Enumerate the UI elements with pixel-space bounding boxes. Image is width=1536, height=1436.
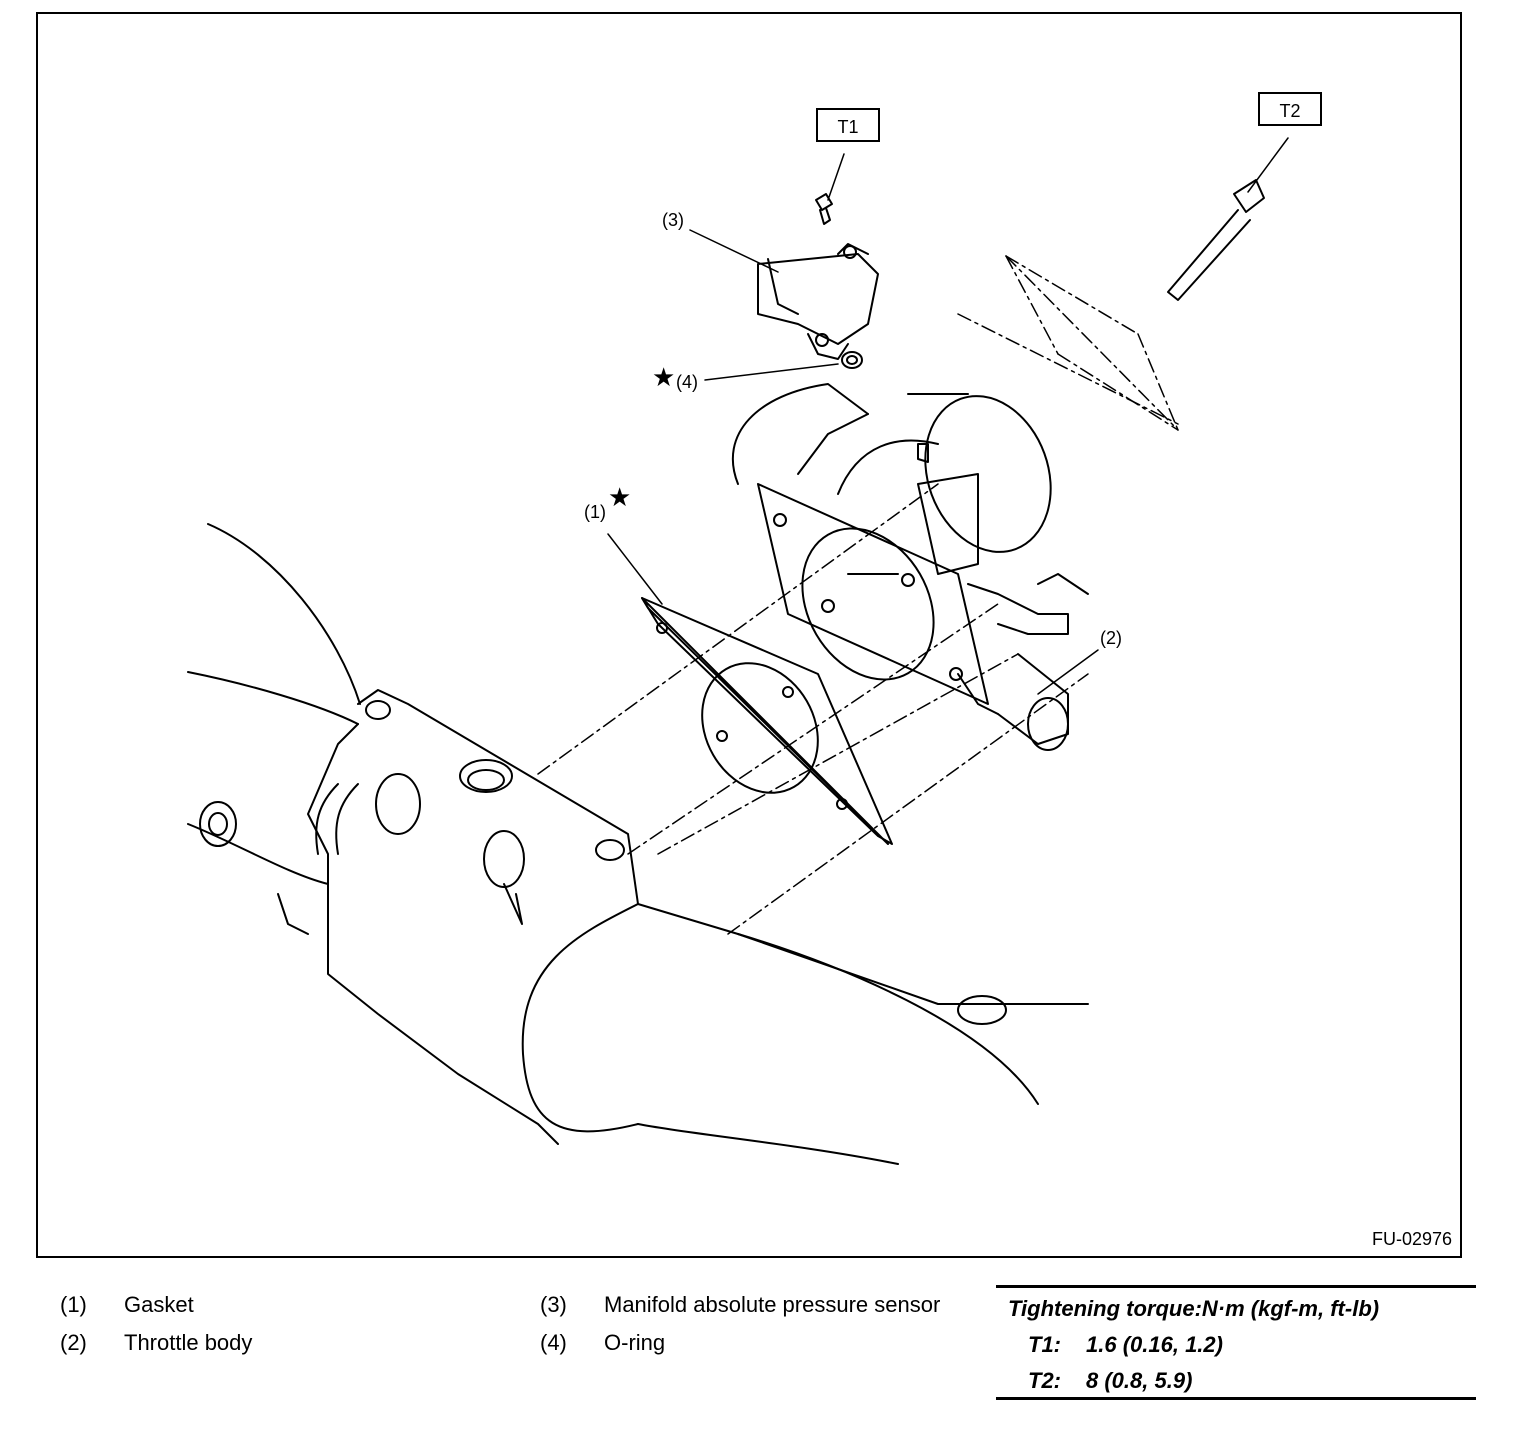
legend-label-gasket: Gasket	[124, 1292, 194, 1317]
torque-table: Tightening torque:N·m (kgf-m, ft-lb) T1:…	[996, 1285, 1476, 1400]
o-ring-drawing	[841, 351, 863, 369]
gasket-drawing	[641, 597, 893, 845]
t1-screw-drawing	[815, 193, 833, 225]
throttle-body-drawing	[732, 383, 1089, 751]
torque-key-t2: T2:	[1028, 1368, 1061, 1393]
legend-label-map-sensor: Manifold absolute pressure sensor	[604, 1292, 941, 1317]
legend-num-4: (4)	[540, 1330, 567, 1355]
torque-tag-t1: T1	[816, 108, 880, 142]
torque-tag-t2: T2	[1258, 92, 1322, 126]
torque-value-t2: 8 (0.8, 5.9)	[1086, 1368, 1193, 1393]
t2-bolt-drawing	[1167, 179, 1265, 301]
leader-lines	[607, 137, 1289, 695]
alignment-lines	[537, 255, 1179, 935]
figure-id: FU-02976	[1371, 1229, 1452, 1249]
torque-title: Tightening torque:N·m (kgf-m, ft-lb)	[1008, 1296, 1380, 1321]
legend-label-throttle-body: Throttle body	[124, 1330, 253, 1355]
legend-num-2: (2)	[60, 1330, 87, 1355]
torque-value-t1: 1.6 (0.16, 1.2)	[1086, 1332, 1223, 1357]
map-sensor-drawing	[757, 243, 879, 360]
callout-4: (4)	[676, 372, 698, 392]
torque-key-t1: T1:	[1028, 1332, 1061, 1357]
callout-1: (1)	[584, 502, 606, 522]
legend-num-1: (1)	[60, 1292, 87, 1317]
star-icon: ★	[652, 362, 676, 392]
diagram-frame: (1) ★ (2) (3) (4) ★ T1 T2 FU-02976	[36, 12, 1462, 1258]
exploded-view-drawing	[187, 137, 1289, 1165]
intake-manifold	[187, 523, 1089, 1165]
legend-label-o-ring: O-ring	[604, 1330, 666, 1355]
legend-num-3: (3)	[540, 1292, 567, 1317]
star-icon: ★	[608, 482, 632, 512]
callout-2: (2)	[1100, 628, 1122, 648]
callout-3: (3)	[662, 210, 684, 230]
